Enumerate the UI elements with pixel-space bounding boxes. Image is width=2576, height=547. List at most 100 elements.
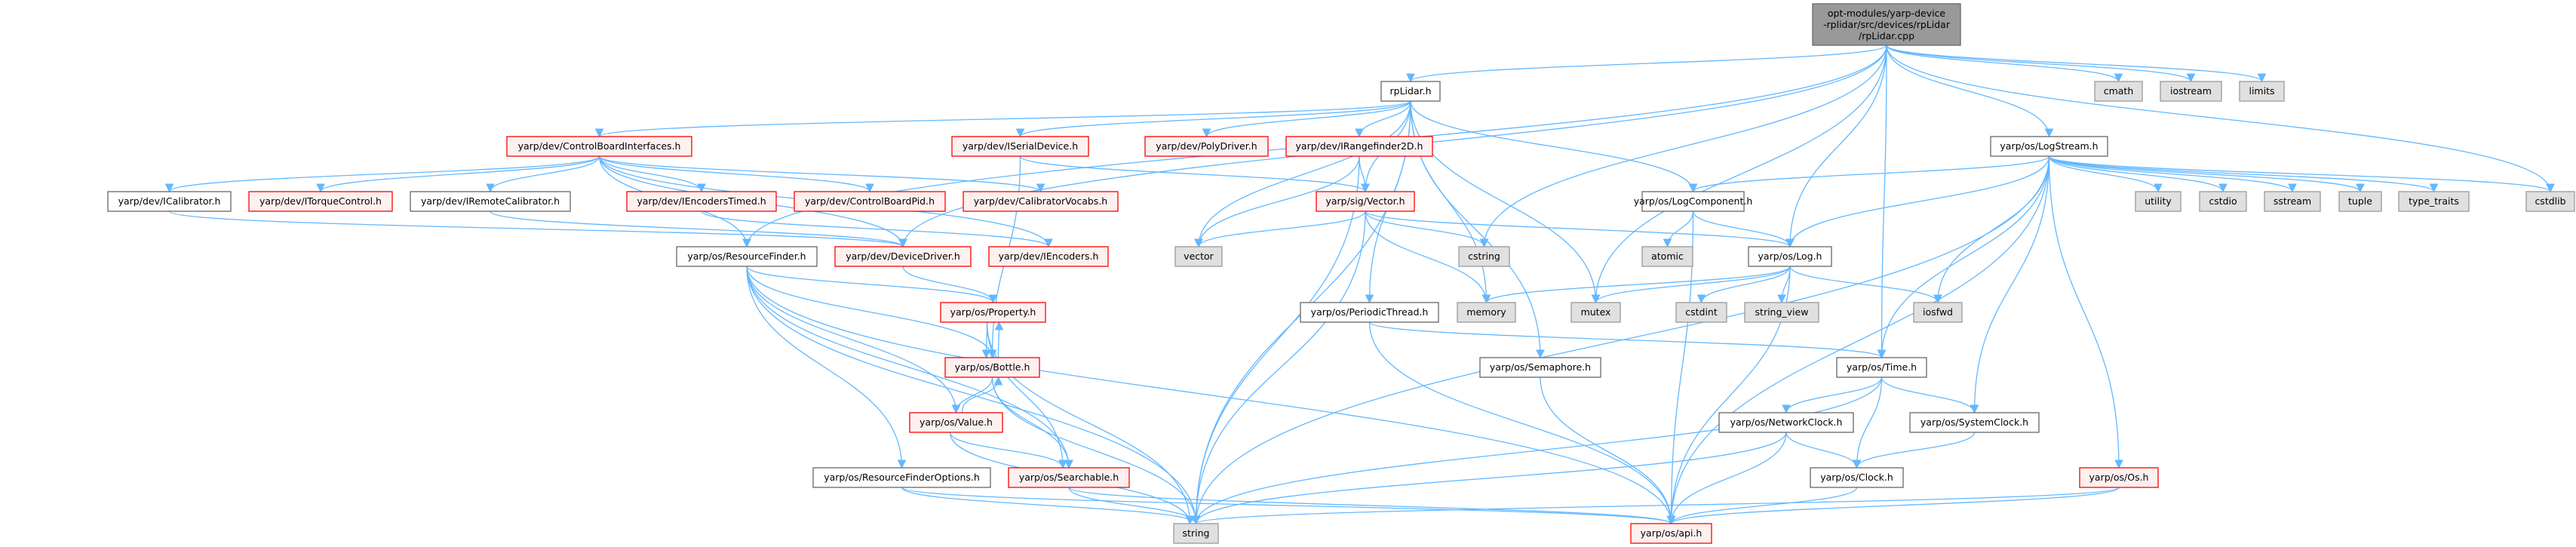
node-vector[interactable]: yarp/sig/Vector.h <box>1316 191 1415 212</box>
edge-Semaphore-to-api <box>1540 376 1676 525</box>
edge-RFOptions-to-api <box>901 487 1675 525</box>
edge-LogStream-to-type_traits <box>2048 155 2439 193</box>
node-box <box>1479 357 1601 378</box>
edge-LogStream-to-iosfwd <box>1933 155 2050 304</box>
node-box <box>2239 81 2285 102</box>
node-memory: memory <box>1457 302 1516 323</box>
node-label: yarp/dev/IRangefinder2D.h <box>1296 140 1423 152</box>
edge-main-to-cstdlib <box>1886 45 2555 193</box>
edge-CBI-to-CalVocabs <box>598 155 1045 193</box>
node-box <box>988 246 1109 267</box>
edge-rpLidar-to-vector <box>1194 100 1411 248</box>
edge-Bottle-to-Value <box>951 376 993 414</box>
node-semaphore[interactable]: yarp/os/Semaphore.h <box>1479 357 1601 378</box>
node-devicedriver[interactable]: yarp/dev/DeviceDriver.h <box>834 246 972 267</box>
node-label: yarp/os/SystemClock.h <box>1920 416 2028 428</box>
node-label: yarp/os/NetworkClock.h <box>1730 416 1843 428</box>
node-label: cstdint <box>1685 306 1718 318</box>
node-box <box>1285 136 1433 157</box>
edge-IEncTimed-to-IEncoders <box>701 211 1053 248</box>
node-itorque[interactable]: yarp/dev/ITorqueControl.h <box>248 191 393 212</box>
node-resourcefinder[interactable]: yarp/os/ResourceFinder.h <box>676 246 818 267</box>
edge-PeriodicThread-to-api <box>1368 321 1676 525</box>
node-sstream: sstream <box>2264 191 2321 212</box>
node-systemclock[interactable]: yarp/os/SystemClock.h <box>1909 412 2040 433</box>
edge-LogStream-to-api <box>1666 155 2050 525</box>
node-label: yarp/os/ResourceFinder.h <box>687 250 806 262</box>
node-label-line: /rpLidar.cpp <box>1859 30 1914 41</box>
node-bottle[interactable]: yarp/os/Bottle.h <box>944 357 1040 378</box>
node-box <box>107 191 232 212</box>
node-box <box>812 467 991 488</box>
node-utility: utility <box>2135 191 2181 212</box>
node-networkclock[interactable]: yarp/os/NetworkClock.h <box>1718 412 1854 433</box>
node-os[interactable]: yarp/os/Os.h <box>2079 467 2159 488</box>
node-label-line: -rplidar/src/devices/rpLidar <box>1823 19 1951 30</box>
node-label: memory <box>1466 306 1506 318</box>
node-clock[interactable]: yarp/os/Clock.h <box>1810 467 1904 488</box>
edge-ResourceFinder-to-Bottle <box>746 266 997 359</box>
node-calvocabs[interactable]: yarp/dev/CalibratorVocabs.h <box>963 191 1119 212</box>
node-iencoders[interactable]: yarp/dev/IEncoders.h <box>988 246 1109 267</box>
node-cbi[interactable]: yarp/dev/ControlBoardInterfaces.h <box>506 136 692 157</box>
node-time[interactable]: yarp/os/Time.h <box>1836 357 1927 378</box>
edge-rpLidar-to-LogComponent <box>1410 100 1698 193</box>
node-box <box>1173 523 1219 544</box>
node-irange[interactable]: yarp/dev/IRangefinder2D.h <box>1285 136 1433 157</box>
node-box <box>1144 136 1269 157</box>
node-value[interactable]: yarp/os/Value.h <box>909 412 1003 433</box>
node-searchable[interactable]: yarp/os/Searchable.h <box>1008 467 1130 488</box>
node-label: yarp/os/Time.h <box>1847 361 1917 373</box>
edge-CBI-to-ICalibrator <box>164 155 600 193</box>
node-logcomponent[interactable]: yarp/os/LogComponent.h <box>1634 191 1753 212</box>
node-label: atomic <box>1651 250 1684 262</box>
node-label: rpLidar.h <box>1390 85 1432 97</box>
node-box <box>1836 357 1927 378</box>
edge-main-to-cstring <box>1479 45 1887 248</box>
node-label: yarp/os/LogComponent.h <box>1634 195 1753 207</box>
node-iserial[interactable]: yarp/dev/ISerialDevice.h <box>951 136 1089 157</box>
edge-Os-to-string <box>1192 487 2120 525</box>
edge-Time-to-SystemClock <box>1881 376 1979 414</box>
node-log[interactable]: yarp/os/Log.h <box>1748 246 1832 267</box>
node-box <box>794 191 946 212</box>
edge-LogStream-to-cstdio <box>2048 155 2228 193</box>
node-box <box>1458 246 1510 267</box>
node-label: yarp/dev/IEncodersTimed.h <box>637 195 766 207</box>
node-api[interactable]: yarp/os/api.h <box>1630 523 1712 544</box>
node-box <box>834 246 972 267</box>
node-label: string_view <box>1755 306 1809 318</box>
node-rfoptions[interactable]: yarp/os/ResourceFinderOptions.h <box>812 467 991 488</box>
node-box <box>1990 136 2108 157</box>
node-main[interactable]: opt-modules/yarp-device-rplidar/src/devi… <box>1812 3 1961 46</box>
edge-main-to-iostream <box>1886 45 2196 83</box>
edge-rpLidar-to-PolyDriver <box>1202 100 1411 138</box>
edge-LogComponent-to-api <box>1666 211 1694 525</box>
edge-Bottle-to-string <box>991 376 1201 525</box>
nodes-layer: opt-modules/yarp-device-rplidar/src/devi… <box>107 3 2575 544</box>
node-periodicthread[interactable]: yarp/os/PeriodicThread.h <box>1300 302 1439 323</box>
node-rplidar[interactable]: rpLidar.h <box>1380 81 1441 102</box>
edge-CBI-to-CBPid <box>598 155 874 193</box>
node-ienctimed[interactable]: yarp/dev/IEncodersTimed.h <box>626 191 777 212</box>
node-label: yarp/os/Bottle.h <box>955 361 1030 373</box>
node-box <box>1174 246 1223 267</box>
node-property[interactable]: yarp/os/Property.h <box>940 302 1046 323</box>
node-box <box>1641 246 1693 267</box>
edge-Vector-to-vector <box>1194 211 1366 248</box>
edge-Log-to-memory <box>1481 266 1791 304</box>
node-cbpid[interactable]: yarp/dev/ControlBoardPid.h <box>794 191 946 212</box>
node-iremote[interactable]: yarp/dev/IRemoteCalibrator.h <box>410 191 571 212</box>
node-label: cstdlib <box>2535 195 2565 207</box>
node-icalibrator[interactable]: yarp/dev/ICalibrator.h <box>107 191 232 212</box>
node-box <box>506 136 692 157</box>
node-polydriver[interactable]: yarp/dev/PolyDriver.h <box>1144 136 1269 157</box>
node-box <box>940 302 1046 323</box>
node-cstdlib: cstdlib <box>2525 191 2575 212</box>
node-box <box>2094 81 2143 102</box>
node-logstream[interactable]: yarp/os/LogStream.h <box>1990 136 2108 157</box>
node-box <box>2525 191 2575 212</box>
edge-ResourceFinder-to-Property <box>746 266 998 304</box>
edge-IRange-to-Vector <box>1359 155 1370 193</box>
node-cstring: cstring <box>1458 246 1510 267</box>
